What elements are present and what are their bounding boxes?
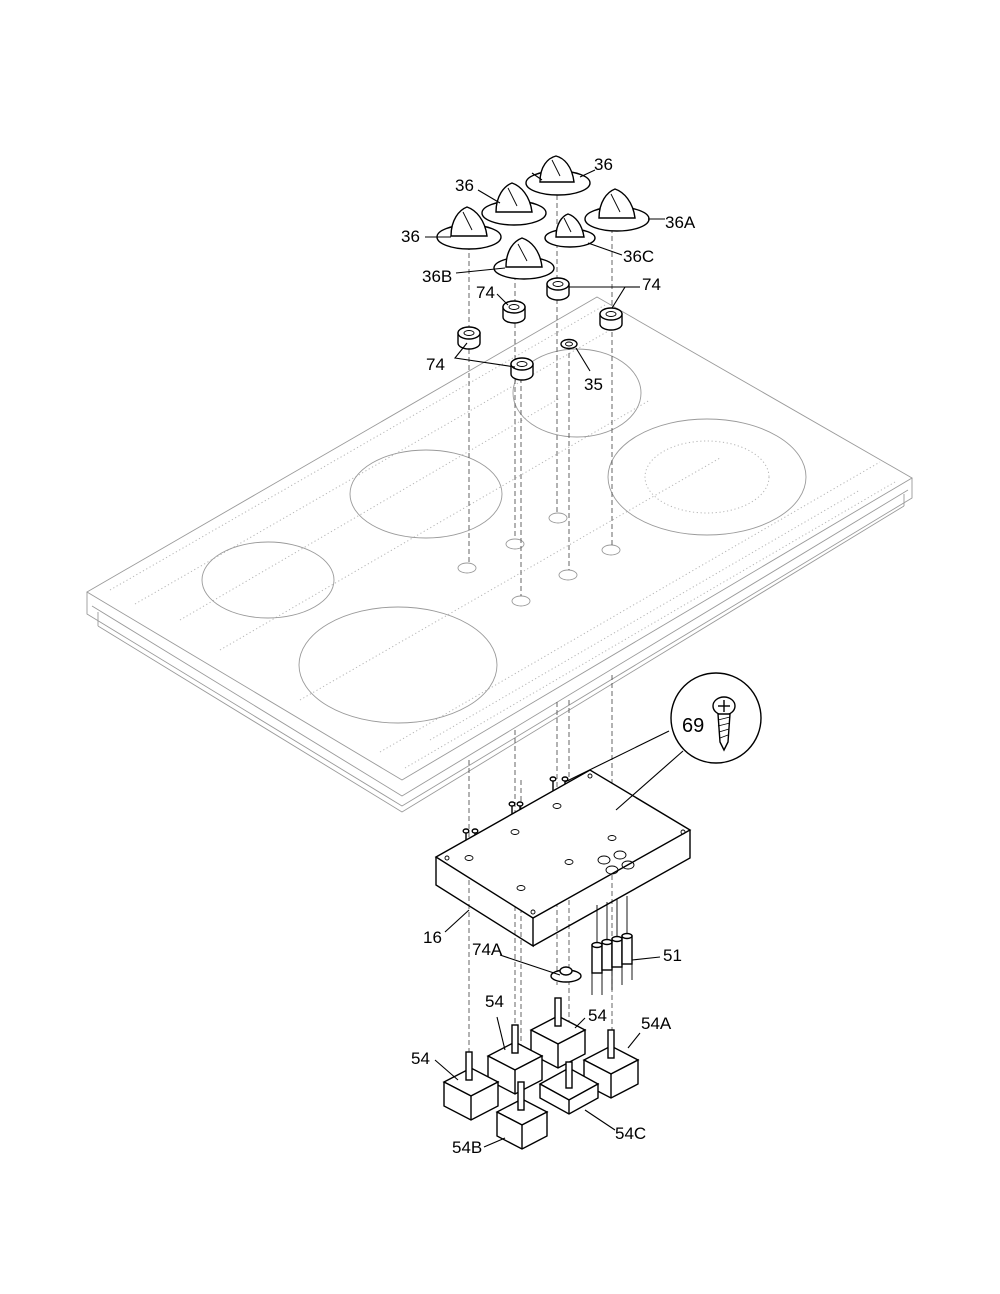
knob-36a [584,188,650,232]
burner-left-front [298,606,498,724]
callout-74-b: 74 [642,275,661,294]
callout-54a: 54A [641,1014,672,1033]
grommet-left [457,326,481,350]
grommet-upper-right [546,277,570,301]
switch-54c [538,1061,600,1115]
screw-69-detail [564,672,762,811]
callout-54c: 54C [615,1124,646,1143]
callout-74-a: 74 [476,283,495,302]
burner-right-front [607,418,807,536]
callout-36c: 36C [623,247,654,266]
callout-51: 51 [663,946,682,965]
leader-lines [425,169,665,1148]
callout-54-right: 54 [588,1006,607,1025]
nut-35 [560,338,578,350]
knob-36-top [525,155,591,196]
callout-36b: 36B [422,267,452,286]
callout-74-c: 74 [426,355,445,374]
mounting-bracket [434,769,692,948]
burner-left-rear [201,541,335,619]
burner-center-rear [349,449,503,539]
callout-36-mid: 36 [455,176,474,195]
glass-cooktop [86,296,913,813]
callout-labels: 36 36 36A 36 36C 36B 74 74 74 35 69 16 7… [401,155,704,1157]
grommets-74 [457,277,623,381]
knob-holes [457,512,621,607]
grommet-mid [502,300,526,324]
callout-36-left: 36 [401,227,420,246]
callout-16: 16 [423,928,442,947]
callout-69: 69 [682,715,704,737]
callout-36a: 36A [665,213,696,232]
screw-icon [712,696,736,752]
washer-74a [550,966,582,983]
knob-36-mid [481,182,547,226]
switch-54-left [442,1051,500,1121]
knob-36b [493,237,555,280]
callout-54-left: 54 [411,1049,430,1068]
callout-35: 35 [584,375,603,394]
switch-54b [495,1081,549,1150]
callout-74a: 74A [472,940,503,959]
knob-36c [544,213,596,248]
switch-54-middle [486,1024,544,1095]
switch-assembly-51 [591,896,633,995]
grommet-lower [510,357,534,381]
callout-54b: 54B [452,1138,482,1157]
callout-36-top: 36 [594,155,613,174]
switch-54-upper [529,997,587,1069]
grommet-right [599,307,623,331]
callout-54-upper: 54 [485,992,504,1011]
knob-36-left [436,206,502,250]
